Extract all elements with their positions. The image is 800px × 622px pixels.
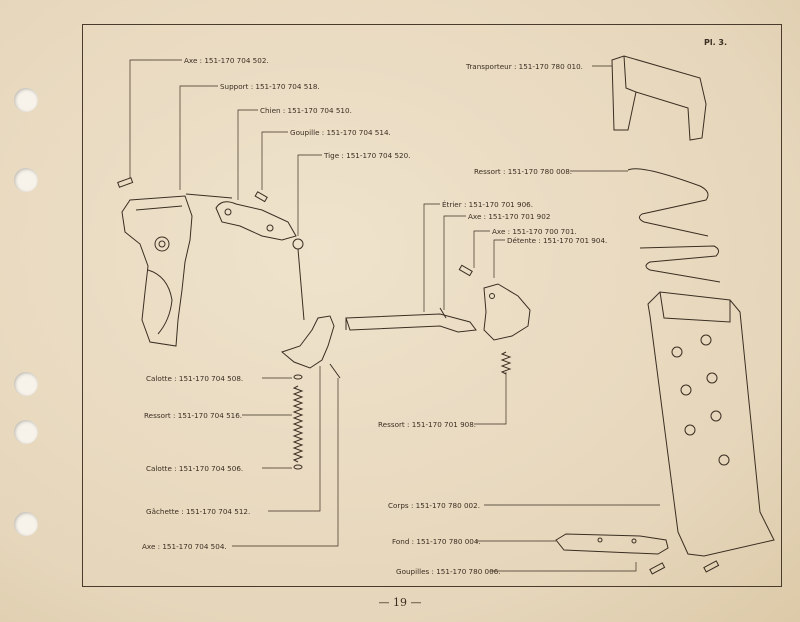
- goupille-part: [255, 192, 267, 202]
- trigger-bar-part: [346, 308, 476, 332]
- axe-pin-part: [118, 178, 133, 187]
- label-ressort-516: Ressort : 151-170 704 516.: [144, 411, 243, 420]
- grip-frame-part: [122, 196, 192, 346]
- pin-part: [704, 561, 719, 572]
- label-tige-520: Tige : 151-170 704 520.: [324, 151, 411, 160]
- page-number: — 19 —: [378, 596, 422, 609]
- trigger-part: [459, 265, 530, 340]
- binder-hole: [14, 372, 38, 396]
- magazine-spring-part: [628, 169, 720, 282]
- binder-hole: [14, 420, 38, 444]
- binder-hole: [14, 168, 38, 192]
- label-axe-701: Axe : 151-170 700 701.: [492, 227, 577, 236]
- label-goupille-514: Goupille : 151-170 704 514.: [290, 128, 391, 137]
- trigger-spring-part: [502, 352, 510, 374]
- label-axe-504: Axe : 151-170 704 504.: [142, 542, 227, 551]
- label-corps-002: Corps : 151-170 780 002.: [388, 501, 480, 510]
- leader-lines: [130, 60, 660, 571]
- label-fond-004: Fond : 151-170 780 004.: [392, 537, 481, 546]
- plate-label: Pl. 3.: [704, 38, 728, 47]
- label-gachette-512: Gâchette : 151-170 704 512.: [146, 507, 251, 516]
- label-axe-502: Axe : 151-170 704 502.: [184, 56, 269, 65]
- label-detente-904: Détente : 151-170 701 904.: [507, 236, 608, 245]
- rod-part: [293, 239, 304, 320]
- binder-hole: [14, 88, 38, 112]
- label-support-518: Support : 151-170 704 518.: [220, 82, 320, 91]
- support-part: [186, 194, 232, 198]
- binder-hole: [14, 512, 38, 536]
- label-axe-902: Axe : 151-170 701 902: [468, 212, 551, 221]
- label-transporteur-010: Transporteur : 151-170 780 010.: [466, 62, 583, 71]
- label-chien-510: Chien : 151-170 704 510.: [260, 106, 352, 115]
- floor-plate-part: [556, 534, 668, 554]
- label-calotte-506: Calotte : 151-170 704 506.: [146, 464, 244, 473]
- sear-part: [282, 316, 340, 378]
- label-ressort-908: Ressort : 151-170 701 908.: [378, 420, 477, 429]
- sear-spring-part: [294, 375, 302, 469]
- follower-part: [612, 56, 706, 140]
- label-ressort-008: Ressort : 151-170 780 008.: [474, 167, 573, 176]
- magazine-body-part: [648, 292, 774, 556]
- label-goupilles-006: Goupilles : 151-170 780 006.: [396, 567, 501, 576]
- label-calotte-508: Calotte : 151-170 704 508.: [146, 374, 244, 383]
- pin-part: [650, 563, 665, 574]
- hammer-part: [216, 202, 296, 240]
- diagram-frame: [82, 24, 782, 587]
- label-etrier-906: Étrier : 151-170 701 906.: [442, 200, 534, 209]
